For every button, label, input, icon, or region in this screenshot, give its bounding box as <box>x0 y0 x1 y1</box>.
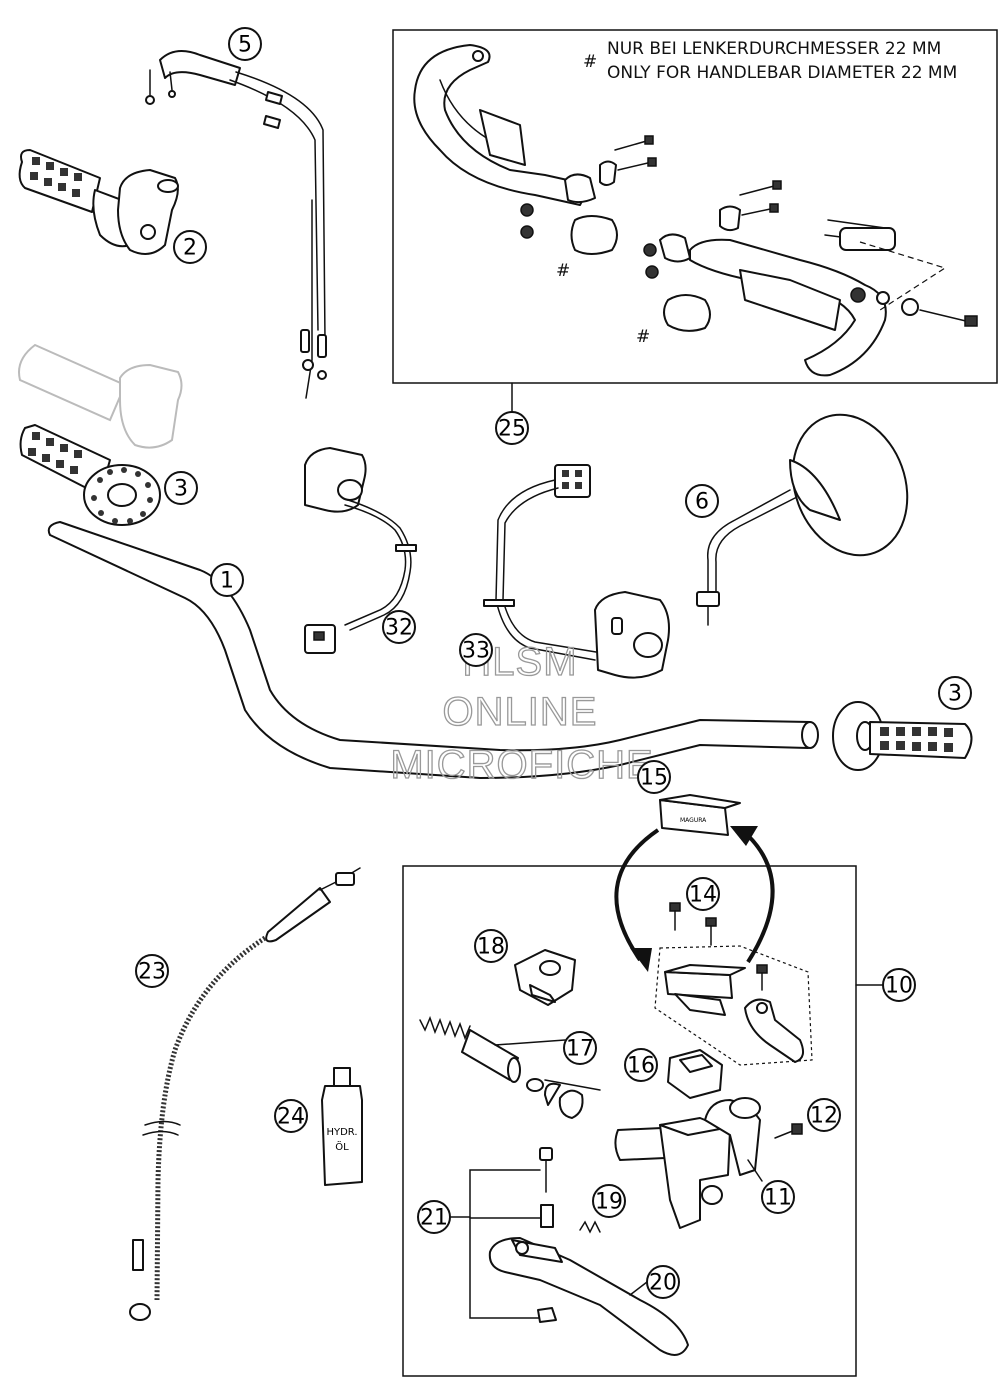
handlebar <box>47 521 819 779</box>
svg-text:3: 3 <box>948 682 962 707</box>
leader-lines <box>449 984 884 1296</box>
callout-16: 16 <box>624 1048 658 1082</box>
callout-10: 10 <box>882 968 916 1002</box>
callout-12: 12 <box>807 1098 841 1132</box>
brake-hose-23 <box>129 867 361 1321</box>
light-switch-33 <box>483 464 670 679</box>
svg-text:20: 20 <box>649 1271 677 1296</box>
callout-5: 5 <box>228 27 262 61</box>
diameter-note: # NUR BEI LENKERDURCHMESSER 22 MM ONLY F… <box>583 39 957 83</box>
note-hash-symbol: # <box>583 52 597 72</box>
callout-21: 21 <box>417 1200 451 1234</box>
svg-text:19: 19 <box>595 1190 623 1215</box>
grip-right <box>832 701 973 771</box>
hydraulic-oil-bottle-24: HYDR. ÖL <box>321 1067 363 1186</box>
svg-text:12: 12 <box>810 1104 838 1129</box>
svg-text:2: 2 <box>183 236 197 261</box>
callout-3-left: 3 <box>164 471 198 505</box>
reservoir-cover-15: MAGURA <box>659 794 741 836</box>
svg-text:14: 14 <box>689 883 717 908</box>
callout-3-right: 3 <box>938 676 972 710</box>
callout-14: 14 <box>686 877 720 911</box>
handguard-left <box>413 44 657 255</box>
watermark: HLSM ONLINE MICROFICHE <box>390 639 654 787</box>
adjuster-18 <box>514 949 576 1006</box>
svg-text:24: 24 <box>277 1105 305 1130</box>
callout-20: 20 <box>646 1265 680 1299</box>
lever-parts <box>469 1147 689 1356</box>
svg-text:17: 17 <box>566 1037 594 1062</box>
note-line-de: NUR BEI LENKERDURCHMESSER 22 MM <box>607 39 941 59</box>
svg-text:5: 5 <box>238 33 252 58</box>
svg-text:16: 16 <box>627 1054 655 1079</box>
callout-18: 18 <box>474 929 508 963</box>
hash-mark-upper: # <box>556 261 570 281</box>
callout-15: 15 <box>637 760 671 794</box>
handguard-right <box>643 180 978 377</box>
hash-mark-lower: # <box>636 327 650 347</box>
svg-text:1: 1 <box>220 569 234 594</box>
callout-6: 6 <box>685 484 719 518</box>
svg-text:MICROFICHE: MICROFICHE <box>390 743 653 787</box>
throttle-cables <box>145 50 327 399</box>
bottle-label-line1: HYDR. <box>326 1127 357 1138</box>
svg-text:33: 33 <box>462 639 490 664</box>
kill-switch-32 <box>304 447 417 654</box>
svg-text:21: 21 <box>420 1206 448 1231</box>
mirror <box>696 413 909 626</box>
svg-text:6: 6 <box>695 490 709 515</box>
callout-25: 25 <box>495 411 529 445</box>
master-cylinder-11 <box>614 1097 761 1229</box>
svg-text:ONLINE: ONLINE <box>443 690 598 734</box>
callout-1: 1 <box>210 563 244 597</box>
svg-text:15: 15 <box>640 766 668 791</box>
svg-text:3: 3 <box>174 477 188 502</box>
callout-2: 2 <box>173 230 207 264</box>
lever-group-10 <box>654 945 813 1066</box>
callout-11: 11 <box>761 1180 795 1214</box>
svg-text:25: 25 <box>498 417 526 442</box>
cover-screws-14 <box>669 902 717 946</box>
svg-text:11: 11 <box>764 1186 792 1211</box>
bottle-label-line2: ÖL <box>335 1140 349 1153</box>
callout-23: 23 <box>135 954 169 988</box>
throttle-tube-ghost <box>18 343 183 449</box>
clamp-screw-12 <box>774 1123 803 1139</box>
svg-text:18: 18 <box>477 935 505 960</box>
svg-text:32: 32 <box>385 616 413 641</box>
callout-24: 24 <box>274 1099 308 1133</box>
callout-17: 17 <box>563 1031 597 1065</box>
brake-assembly-box <box>402 865 857 1377</box>
grip-left <box>19 424 161 526</box>
callout-33: 33 <box>459 633 493 667</box>
handguard-detail-box <box>392 29 998 384</box>
bracket-16 <box>667 1049 723 1099</box>
svg-text:MAGURA: MAGURA <box>680 817 707 824</box>
throttle-grip-assembly <box>18 149 179 255</box>
assembly-arrows <box>614 826 775 972</box>
piston-kit-17 <box>419 1015 601 1119</box>
svg-text:10: 10 <box>885 974 913 999</box>
callout-19: 19 <box>592 1184 626 1218</box>
note-line-en: ONLY FOR HANDLEBAR DIAMETER 22 MM <box>607 63 957 83</box>
callout-32: 32 <box>382 610 416 644</box>
svg-text:23: 23 <box>138 960 166 985</box>
